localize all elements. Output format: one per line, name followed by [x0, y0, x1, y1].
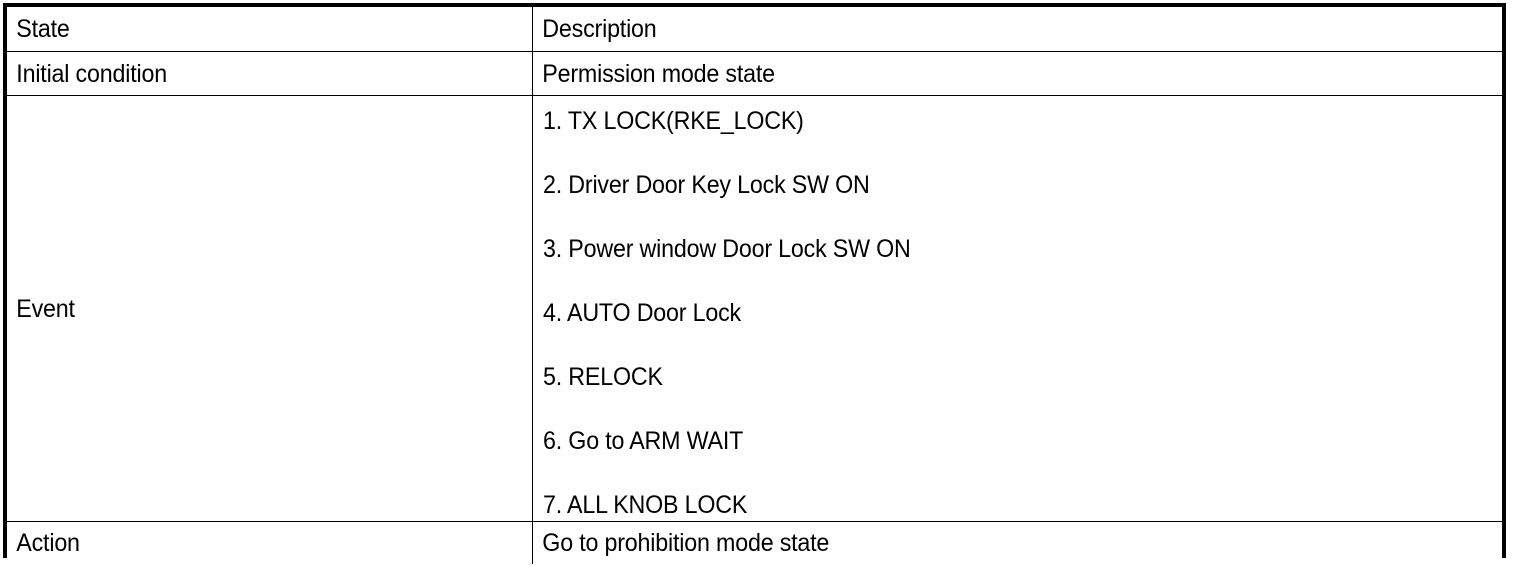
list-item: 7. ALL KNOB LOCK [543, 490, 748, 519]
cell-description-initial-condition: Permission mode state [532, 51, 1502, 96]
value-action: Go to prohibition mode state [542, 529, 830, 557]
table-header-row: State Description [7, 7, 1502, 52]
label-event: Event [16, 294, 75, 323]
table: State Description Initial condition Perm… [7, 7, 1502, 564]
label-initial-condition: Initial condition [16, 59, 167, 88]
list-item: 6. Go to ARM WAIT [543, 426, 744, 455]
header-cell-description: Description [532, 7, 1502, 52]
label-action: Action [16, 529, 80, 557]
column-header-state: State [16, 15, 70, 43]
header-cell-state: State [7, 7, 533, 52]
cell-state-action: Action [7, 521, 533, 564]
list-item: 5. RELOCK [543, 362, 663, 391]
state-transition-table: State Description Initial condition Perm… [3, 3, 1506, 564]
list-item: 4. AUTO Door Lock [543, 298, 742, 327]
column-header-description: Description [542, 15, 657, 43]
cell-description-event: 1. TX LOCK(RKE_LOCK) 2. Driver Door Key … [532, 95, 1502, 522]
table-row-action: Action Go to prohibition mode state [7, 521, 1502, 564]
cell-description-action: Go to prohibition mode state [532, 521, 1502, 564]
cell-state-event: Event [7, 95, 533, 522]
table-row-initial-condition: Initial condition Permission mode state [7, 51, 1502, 96]
list-item: 2. Driver Door Key Lock SW ON [543, 170, 870, 199]
value-initial-condition: Permission mode state [542, 59, 775, 88]
list-item: 1. TX LOCK(RKE_LOCK) [543, 106, 804, 135]
cell-state-initial-condition: Initial condition [7, 51, 533, 96]
list-item: 3. Power window Door Lock SW ON [543, 234, 911, 263]
table-row-event: Event 1. TX LOCK(RKE_LOCK) 2. Driver Doo… [7, 95, 1502, 522]
event-list: 1. TX LOCK(RKE_LOCK) 2. Driver Door Key … [533, 98, 1502, 520]
